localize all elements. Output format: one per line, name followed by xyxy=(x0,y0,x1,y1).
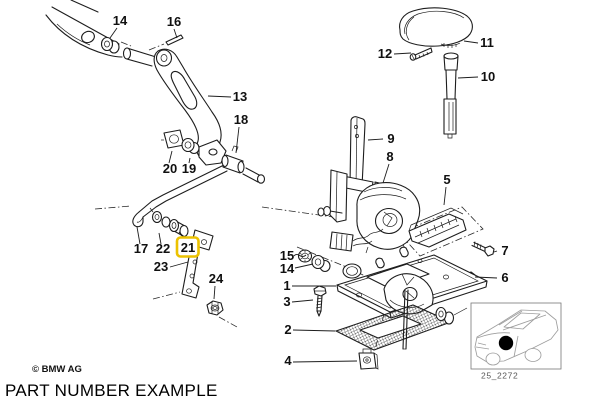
part-24-nut xyxy=(206,300,224,316)
callout-20[interactable]: 20 xyxy=(163,161,177,176)
bearing-housing xyxy=(356,182,421,254)
callout-6[interactable]: 6 xyxy=(501,270,508,285)
part-20-lock-plate xyxy=(161,129,185,149)
part-16-pin xyxy=(165,34,184,46)
part-4-rubber-stop xyxy=(358,348,379,370)
part-21-bushing xyxy=(168,218,189,238)
callout-5[interactable]: 5 xyxy=(443,172,450,187)
part-12-screw xyxy=(409,47,433,61)
callout-15[interactable]: 15 xyxy=(280,248,294,263)
selector-shaft xyxy=(122,47,157,67)
leader-lines xyxy=(109,27,498,363)
page-caption: PART NUMBER EXAMPLE xyxy=(5,381,218,400)
car-outline xyxy=(474,309,559,366)
callout-9[interactable]: 9 xyxy=(387,131,394,146)
copyright-text: © BMW AG xyxy=(32,364,82,375)
part-10-shift-lever xyxy=(443,52,459,139)
callout-7[interactable]: 7 xyxy=(501,243,508,258)
shift-gate-sector xyxy=(383,273,434,315)
footer: © BMW AG PART NUMBER EXAMPLE xyxy=(5,364,218,400)
part-19-bushing xyxy=(181,137,200,155)
part-22-clamp xyxy=(149,207,171,228)
callout-3[interactable]: 3 xyxy=(283,294,290,309)
part-5-position-switch xyxy=(408,207,467,248)
part-3-screw xyxy=(313,285,327,317)
part-14-bushing-bottom xyxy=(311,254,331,273)
shifter-support-bracket xyxy=(317,169,348,223)
selector-pin xyxy=(402,289,409,350)
callout-10[interactable]: 10 xyxy=(481,69,495,84)
callout-22[interactable]: 22 xyxy=(156,241,170,256)
part-7-screw xyxy=(471,241,495,257)
car-location-inset: 25_2272 xyxy=(470,302,562,381)
callout-14-top[interactable]: 14 xyxy=(113,13,128,28)
side-bushing xyxy=(435,306,468,325)
highlighted-part-box[interactable] xyxy=(175,236,200,258)
callout-11[interactable]: 11 xyxy=(480,35,494,50)
callout-17[interactable]: 17 xyxy=(134,241,148,256)
callout-13[interactable]: 13 xyxy=(233,89,247,104)
callouts: 14 16 13 18 20 19 17 22 21 23 24 12 11 1… xyxy=(113,13,509,368)
callout-19[interactable]: 19 xyxy=(182,161,196,176)
callout-24[interactable]: 24 xyxy=(209,271,224,286)
callout-1[interactable]: 1 xyxy=(283,278,290,293)
drawing-code: 25_2272 xyxy=(481,371,518,381)
wiring-connector xyxy=(329,228,384,252)
part-13-shift-arm xyxy=(153,48,227,166)
callout-21-highlighted[interactable]: 21 xyxy=(181,240,195,255)
callout-18[interactable]: 18 xyxy=(234,112,248,127)
part-11-shift-knob xyxy=(399,7,473,48)
callout-12[interactable]: 12 xyxy=(378,46,392,61)
part-17-selector-rod xyxy=(132,164,266,228)
callout-14-bottom[interactable]: 14 xyxy=(280,261,295,276)
part-2-foam-gasket xyxy=(334,304,453,351)
callout-8[interactable]: 8 xyxy=(386,149,393,164)
callout-2[interactable]: 2 xyxy=(284,322,291,337)
part-18-joint xyxy=(221,145,245,174)
callout-16[interactable]: 16 xyxy=(167,14,181,29)
part-location-dot xyxy=(498,335,514,351)
callout-23[interactable]: 23 xyxy=(154,259,168,274)
callout-4[interactable]: 4 xyxy=(284,353,292,368)
part-14-bushing-top xyxy=(100,36,120,54)
